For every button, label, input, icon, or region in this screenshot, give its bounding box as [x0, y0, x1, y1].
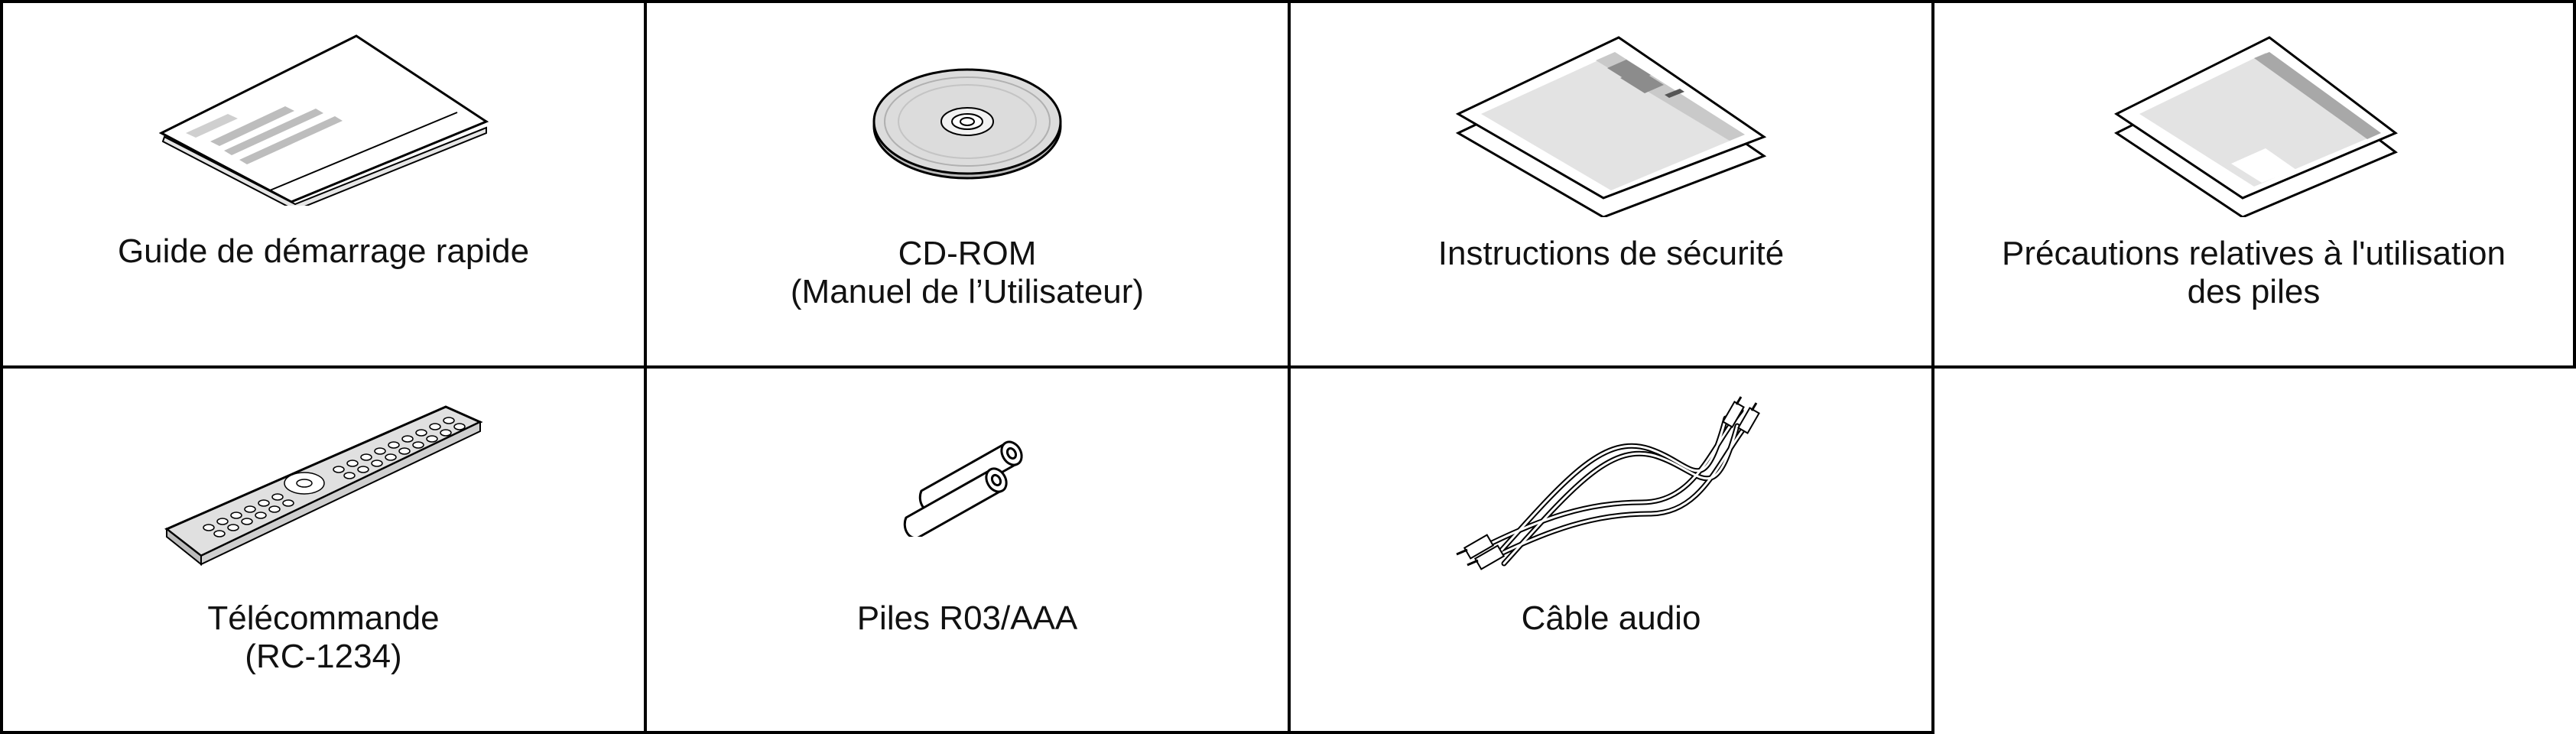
- batteries-icon: [647, 407, 1288, 544]
- cd-rom-icon: [647, 57, 1288, 187]
- empty-cell: [1931, 365, 2576, 734]
- accessory-label: Câble audio: [1521, 599, 1701, 637]
- accessory-label: Guide de démarrage rapide: [117, 232, 530, 270]
- accessory-label: CD-ROM (Manuel de l’Utilisateur): [790, 235, 1145, 310]
- accessory-cell-audio-cable: Câble audio: [1288, 365, 1934, 734]
- accessory-cell-quick-start-guide: Guide de démarrage rapide: [0, 0, 647, 369]
- accessory-label: Télécommande (RC-1234): [207, 599, 440, 675]
- booklet-icon: [3, 18, 644, 217]
- battery-precautions-icon: [1934, 22, 2573, 221]
- accessory-cell-safety-instructions: Instructions de sécurité: [1288, 0, 1934, 369]
- accessory-label: Piles R03/AAA: [856, 599, 1078, 637]
- accessory-cell-battery-precautions: Précautions relatives à l'utilisation de…: [1931, 0, 2576, 369]
- accessory-cell-remote-control: Télécommande (RC-1234): [0, 365, 647, 734]
- accessory-cell-cd-rom: CD-ROM (Manuel de l’Utilisateur): [644, 0, 1291, 369]
- accessory-label: Précautions relatives à l'utilisation de…: [2002, 235, 2506, 310]
- audio-cable-icon: [1291, 384, 1931, 590]
- remote-control-icon: [3, 384, 644, 583]
- safety-instructions-icon: [1291, 22, 1931, 221]
- accessory-cell-batteries: Piles R03/AAA: [644, 365, 1291, 734]
- accessory-label: Instructions de sécurité: [1437, 235, 1785, 272]
